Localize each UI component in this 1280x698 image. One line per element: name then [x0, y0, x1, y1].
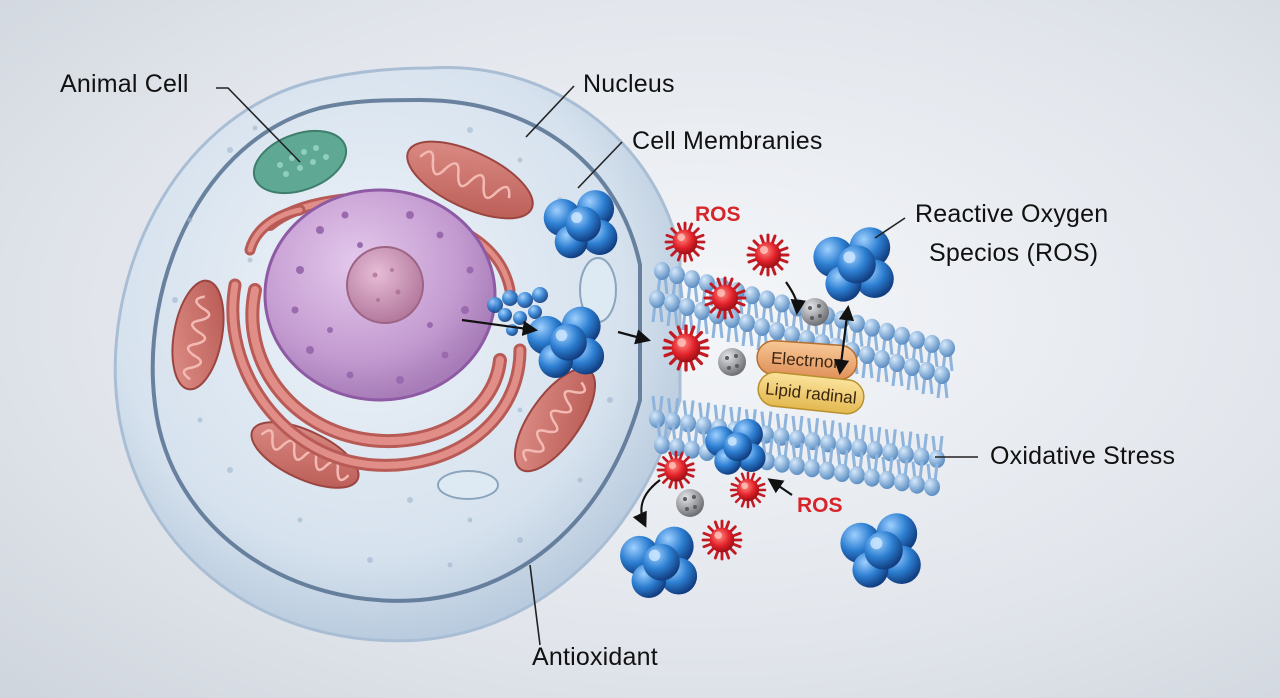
label-cell-membranes: Cell Membranies [632, 127, 823, 155]
electron-pill: Electrnon [756, 339, 858, 381]
electron-carrier [801, 298, 829, 326]
ros-particle [729, 471, 767, 509]
phospholipid [932, 364, 952, 400]
phospholipid [832, 448, 852, 484]
label-reactive-oxygen-line2: Specios (ROS) [929, 239, 1099, 267]
phospholipid [865, 425, 885, 461]
phospholipid [817, 446, 837, 482]
label-reactive-oxygen-line1: Reactive Oxygen [915, 200, 1109, 228]
phospholipid [892, 457, 912, 493]
leader-lines [216, 85, 978, 646]
ros-particle [746, 233, 790, 277]
phospholipid [877, 321, 897, 357]
phospholipid [911, 432, 931, 468]
vesicles [437, 257, 617, 500]
phospholipid [917, 360, 937, 396]
phospholipid [772, 292, 792, 328]
phospholipid [757, 288, 777, 324]
label-nucleus: Nucleus [583, 70, 675, 98]
label-ros-bottom: ROS [797, 494, 843, 517]
phospholipid [880, 427, 900, 463]
phospholipid [927, 434, 947, 470]
phospholipid [872, 348, 892, 384]
phospholipid [834, 421, 854, 457]
lipid-radical-pill: Lipid radinal [757, 371, 865, 415]
phospholipid [847, 450, 867, 486]
phospholipid [887, 352, 907, 388]
ros-particle [664, 221, 706, 263]
ros-particle [662, 324, 710, 372]
electron-carrier [676, 489, 704, 517]
phospholipid [892, 325, 912, 361]
phospholipid [849, 423, 869, 459]
electron-carrier [718, 348, 746, 376]
ros-particle [701, 519, 743, 561]
ros-particle [703, 276, 747, 320]
antioxidant-molecule [620, 526, 698, 598]
mitochondria [171, 140, 597, 489]
phospholipid [877, 455, 897, 491]
phospholipid [692, 300, 712, 336]
phospholipid [803, 416, 823, 452]
phospholipid [847, 313, 867, 349]
label-oxidative-stress: Oxidative Stress [990, 442, 1176, 470]
electron-label: Electrnon [770, 349, 843, 373]
label-ros-top: ROS [695, 203, 741, 226]
phospholipid [742, 284, 762, 320]
phospholipid [907, 460, 927, 496]
phospholipid [818, 418, 838, 454]
phospholipid [857, 344, 877, 380]
nucleus-organelle [263, 188, 497, 402]
reaction-arrows [461, 281, 855, 528]
phospholipid [737, 312, 757, 348]
phospholipid [922, 462, 942, 498]
ros-particle [656, 450, 696, 490]
phospholipid [682, 268, 702, 304]
phospholipid [862, 453, 882, 489]
phospholipid [862, 317, 882, 353]
antioxidant-molecule [813, 227, 894, 302]
label-animal-cell: Animal Cell [60, 70, 189, 98]
phospholipid [896, 430, 916, 466]
label-antioxidant: Antioxidant [532, 643, 658, 671]
antioxidant-molecule [840, 513, 921, 588]
phospholipid [902, 356, 922, 392]
